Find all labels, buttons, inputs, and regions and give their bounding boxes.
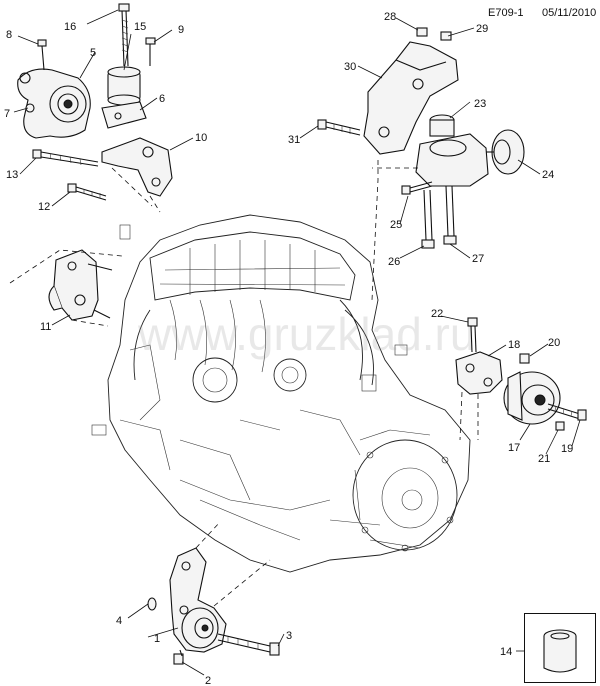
right-mount-group [455,317,587,441]
leader-lines [13,9,581,676]
lower-mount-group [147,521,280,665]
callout-25: 25 [390,219,402,231]
diagram-date: 05/11/2010 [542,7,597,19]
callout-31: 31 [288,134,300,146]
callout-29: 29 [476,23,488,35]
diagram-code: E709-1 [488,7,524,19]
engine-transaxle-assembly [91,214,471,573]
callout-labels: 1 2 3 4 5 6 7 8 9 10 11 12 13 14 15 16 1… [4,11,573,686]
callout-5: 5 [90,47,96,59]
callout-15: 15 [134,21,146,33]
callout-18: 18 [508,339,520,351]
callout-8: 8 [6,29,12,41]
callout-26: 26 [388,256,400,268]
callout-1: 1 [154,633,160,645]
callout-16: 16 [64,21,76,33]
callout-6: 6 [159,93,165,105]
callout-10: 10 [195,132,207,144]
callout-2: 2 [205,675,211,686]
callout-13: 13 [6,169,18,181]
callout-17: 17 [508,442,520,454]
left-mount-group [9,249,123,327]
callout-30: 30 [344,61,356,73]
callout-22: 22 [431,308,443,320]
callout-4: 4 [116,615,122,627]
callout-12: 12 [38,201,50,213]
callout-9: 9 [178,24,184,36]
watermark-text: www.gruzklad.ru [137,308,475,360]
callout-24: 24 [542,169,554,181]
callout-14: 14 [500,646,512,658]
upper-right-mount-group [317,27,525,301]
callout-27: 27 [472,253,484,265]
callout-3: 3 [286,630,292,642]
callout-11: 11 [40,321,51,333]
part-14-detail-drawing [543,629,577,673]
upper-left-mount-group [17,3,173,213]
callout-21: 21 [538,453,550,465]
callout-19: 19 [561,443,573,455]
callout-7: 7 [4,108,10,120]
callout-23: 23 [474,98,486,110]
callout-20: 20 [548,337,560,349]
callout-28: 28 [384,11,396,23]
